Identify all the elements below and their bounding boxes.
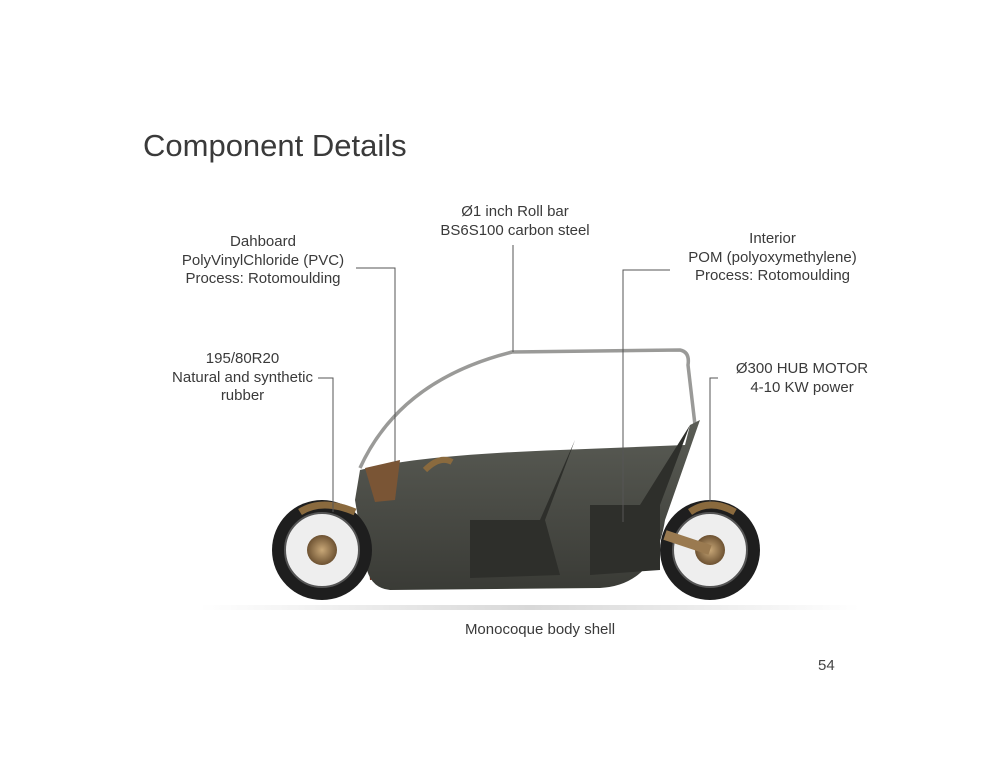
callout-text: rubber — [220, 387, 265, 404]
callout-hub-motor: Ø300 HUB MOTOR 4-10 KW power — [722, 360, 882, 397]
leader-lines — [318, 245, 718, 522]
callout-text: Process: Rotomoulding — [694, 267, 851, 284]
ground-shadow — [200, 605, 860, 610]
page-number: 54 — [818, 657, 835, 674]
callout-text: 4-10 KW power — [750, 378, 854, 396]
callout-text: Dahboard — [230, 233, 296, 250]
callout-text: POM (polyoxymethylene) — [688, 248, 857, 266]
callout-text: BS6S100 carbon steel — [440, 221, 590, 239]
callout-roll-bar: Ø1 inch Roll bar BS6S100 carbon steel — [415, 203, 615, 240]
callout-body-shell: Monocoque body shell — [430, 621, 650, 640]
callout-text: 195/80R20 — [205, 350, 280, 367]
front-seat — [470, 440, 575, 578]
roll-bar — [358, 348, 697, 469]
front-wheel — [272, 500, 372, 600]
callout-text: PolyVinylChloride (PVC) — [181, 251, 345, 269]
callout-text: Natural and synthetic — [172, 368, 313, 386]
callout-text: Ø300 HUB MOTOR — [735, 360, 869, 377]
callout-tyre: 195/80R20 Natural and synthetic rubber — [160, 350, 325, 406]
callout-interior: Interior POM (polyoxymethylene) Process:… — [670, 230, 875, 286]
callout-text: Ø1 inch Roll bar — [461, 203, 569, 220]
page-title: Component Details — [143, 128, 407, 163]
callout-dashboard: Dahboard PolyVinylChloride (PVC) Process… — [168, 233, 358, 289]
rear-seat — [590, 425, 690, 575]
callout-text: Process: Rotomoulding — [185, 270, 341, 287]
callout-text: Interior — [749, 230, 796, 247]
dashboard — [365, 460, 400, 502]
callout-text: Monocoque body shell — [464, 621, 616, 638]
rear-wheel — [660, 500, 760, 600]
handlebar — [422, 456, 454, 473]
